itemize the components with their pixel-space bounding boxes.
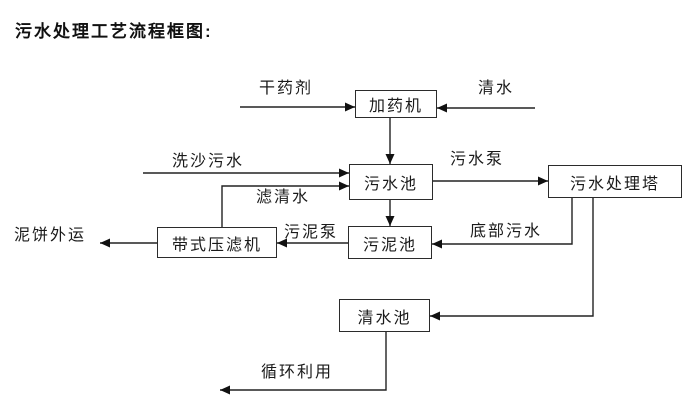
box-clean-water-pool: 清水池 xyxy=(339,299,430,332)
label-bottom-sewage: 底部污水 xyxy=(470,223,543,240)
edge-sludge-pump-arrowhead-icon xyxy=(277,238,287,248)
edge-tower-to-clean-pool xyxy=(430,198,594,317)
edge-sand-washing-sewage-arrowhead-icon xyxy=(339,168,349,178)
label-sand-washing-sewage: 洗沙污水 xyxy=(172,153,245,170)
edge-filtered-clean-water xyxy=(221,185,349,227)
edge-dosing-to-sewage-pool-arrowhead-icon xyxy=(385,154,395,164)
box-belt-filter-press: 带式压滤机 xyxy=(157,227,277,258)
edge-recycle-arrowhead-icon xyxy=(220,385,230,395)
page-title: 污水处理工艺流程框图: xyxy=(15,22,213,41)
edge-filtered-clean-water-arrowhead-icon xyxy=(339,181,349,191)
box-sewage-treatment-tower: 污水处理塔 xyxy=(548,165,682,198)
edge-sewage-pump-arrowhead-icon xyxy=(538,176,548,186)
box-sewage-pool: 污水池 xyxy=(349,164,433,200)
label-sludge-pump: 污泥泵 xyxy=(284,224,339,241)
label-dry-agent: 干药剂 xyxy=(259,80,314,97)
box-dosing-machine: 加药机 xyxy=(355,90,437,118)
edge-bottom-sewage-arrowhead-icon xyxy=(432,239,442,249)
label-filtered-clean-water: 滤清水 xyxy=(256,189,311,206)
label-mud-cake-out: 泥饼外运 xyxy=(14,227,87,244)
edge-bottom-sewage xyxy=(432,198,573,245)
edge-mud-cake-out-arrowhead-icon xyxy=(100,238,110,248)
edge-dry-agent-arrowhead-icon xyxy=(345,102,355,112)
edge-sewage-to-sludge-pool-arrowhead-icon xyxy=(385,216,395,226)
label-recycle-use: 循环利用 xyxy=(261,364,334,381)
box-sludge-pool: 污泥池 xyxy=(348,226,432,259)
edge-tower-to-clean-pool-arrowhead-icon xyxy=(430,311,440,321)
label-sewage-pump: 污水泵 xyxy=(450,151,505,168)
edge-clean-water-arrowhead-icon xyxy=(437,103,447,113)
label-clean-water: 清水 xyxy=(478,80,515,97)
edge-recycle xyxy=(220,332,387,391)
